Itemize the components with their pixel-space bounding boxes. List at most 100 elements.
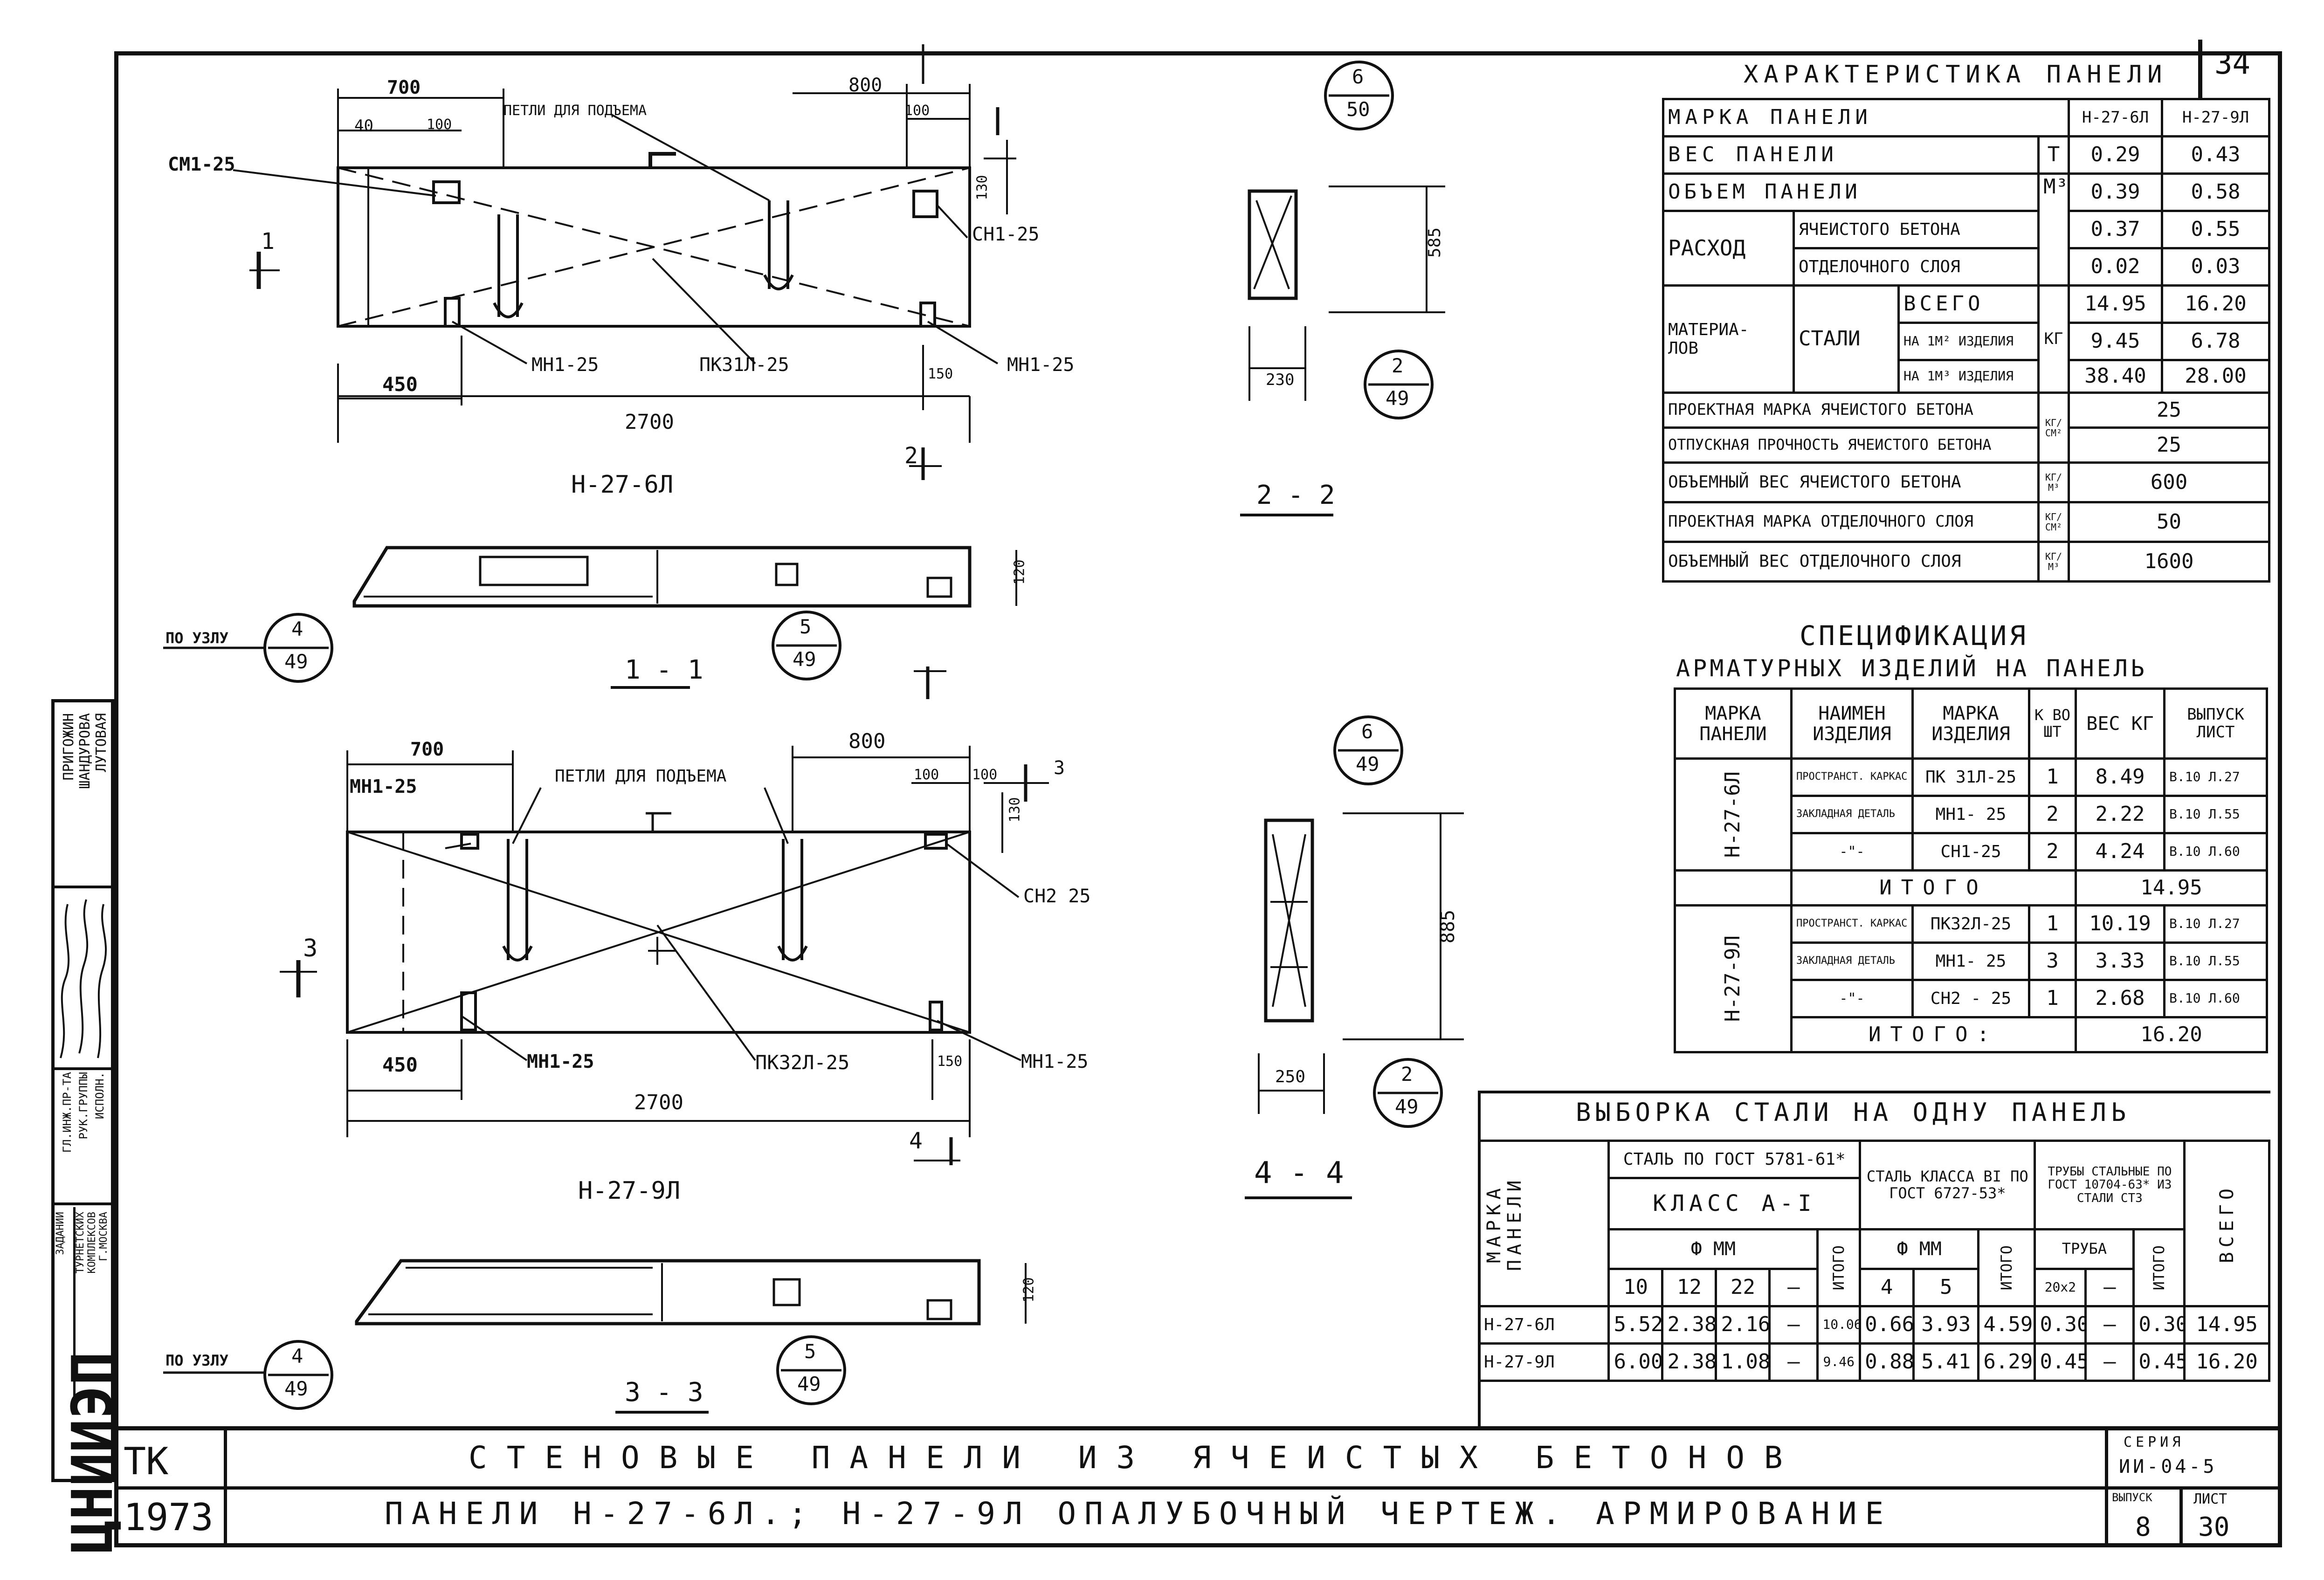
dim-label: 800 (848, 75, 883, 96)
row-label: ВЕС ПАНЕЛИ (1662, 135, 2040, 175)
section-mark: 1 (261, 228, 275, 254)
unit: КГ/М³ (2037, 541, 2070, 583)
steel-val: — (1768, 1342, 1819, 1382)
sheet-value: 30 (2198, 1512, 2230, 1542)
steel-head: ВСЕГО (2183, 1140, 2270, 1307)
row-label: ВСЕГО (1897, 284, 2040, 324)
steel-val: 6.00 (1607, 1342, 1664, 1382)
callout: ПК32Л-25 (755, 1051, 850, 1074)
steel-val: 0.30 (2034, 1305, 2087, 1345)
ref-den: 49 (284, 1377, 308, 1400)
ref-den: 50 (1346, 98, 1370, 121)
value: 0.43 (2161, 135, 2271, 175)
ref-den: 49 (797, 1373, 821, 1395)
sheet-frame (114, 51, 2282, 1547)
spec-panel: Н-27-9Л (1674, 904, 1793, 1053)
callout: СМ1-25 (168, 154, 235, 175)
spec-cell: -"- (1790, 832, 1914, 872)
steel-val: 0.30 (2132, 1305, 2186, 1345)
steel-sub: — (2084, 1268, 2135, 1307)
row-label: ПРОЕКТНАЯ МАРКА ЯЧЕИСТОГО БЕТОНА (1662, 392, 2040, 429)
callout: МН1-25 (1007, 354, 1075, 376)
tk-label: ТК (124, 1440, 169, 1483)
section-mark: 4 (909, 1128, 923, 1154)
dim-label: 2700 (634, 1091, 683, 1114)
callout: МН1-25 (527, 1051, 594, 1072)
unit: М³ (2037, 172, 2070, 287)
spec-cell: ПРОСТРАНСТ. КАРКАС (1790, 757, 1914, 797)
callout: МН1-25 (531, 354, 599, 376)
value: 0.37 (2068, 210, 2164, 249)
section-label: 4 - 4 (1254, 1156, 1344, 1190)
steel-mark: Н-27-6Л (1477, 1305, 1610, 1345)
value: 0.02 (2068, 247, 2164, 287)
ref-num: 6 (1361, 720, 1373, 743)
issue-label: ВЫПУСК (2112, 1491, 2152, 1504)
value: 38.40 (2068, 359, 2164, 394)
spec-cell: 1 (2028, 904, 2077, 944)
callout: ПК31Л-25 (699, 354, 789, 376)
sig-divider (51, 1202, 114, 1205)
row-label: НА 1М² ИЗДЕЛИЯ (1897, 322, 2040, 361)
row-label: ЯЧЕИСТОГО БЕТОНА (1793, 210, 2040, 249)
value: 1600 (2068, 541, 2271, 583)
spec-cell: -"- (1790, 979, 1914, 1018)
steel-val: 3.93 (1912, 1305, 1980, 1345)
row-label: МАТЕРИА- ЛОВ (1662, 284, 1795, 394)
steel-sub: 12 (1661, 1268, 1717, 1307)
steel-sub: 10 (1607, 1268, 1664, 1307)
year-label: 1973 (124, 1496, 214, 1539)
value: 16.20 (2161, 284, 2271, 324)
steel-val: 5.41 (1912, 1342, 1980, 1382)
spec-total-label: ИТОГО: (1790, 1016, 2077, 1053)
ref-den: 49 (1395, 1095, 1419, 1118)
value: 50 (2068, 501, 2271, 543)
title-divider-v (2179, 1486, 2183, 1547)
steel-head: МАРКА ПАНЕЛИ (1477, 1140, 1610, 1307)
dim-label: 700 (387, 77, 421, 98)
dim-label: 100 (904, 103, 930, 119)
unit: КГ (2037, 284, 2070, 394)
spec-cell: 1 (2028, 979, 2077, 1018)
spec-cell: 8.49 (2075, 757, 2165, 797)
page-number: 34 (2214, 47, 2251, 81)
steel-head: Ф ММ (1859, 1228, 1980, 1270)
signature-scribbles (60, 899, 107, 1058)
dim-label: 130 (1007, 797, 1023, 823)
spec-cell: 2.22 (2075, 795, 2165, 834)
section-mark: 3 (303, 934, 318, 962)
spec-cell: ЗАКЛАДНАЯ ДЕТАЛЬ (1790, 795, 1914, 834)
series-value: ИИ-04-5 (2119, 1456, 2217, 1477)
dim-label: 885 (1437, 909, 1459, 944)
dim-label: 100 (427, 117, 452, 133)
steel-sub: 22 (1715, 1268, 1771, 1307)
spec-cell: МН1- 25 (1911, 941, 2030, 981)
title-divider-v (2105, 1430, 2108, 1547)
ref-num: 4 (291, 618, 303, 640)
row-label: ПРОЕКТНАЯ МАРКА ОТДЕЛОЧНОГО СЛОЯ (1662, 501, 2040, 543)
spec-cell: 2 (2028, 832, 2077, 872)
spec-cell: МН1- 25 (1911, 795, 2030, 834)
callout: ПЕТЛИ ДЛЯ ПОДЪЕМА (555, 767, 727, 786)
section-label: 2 - 2 (1256, 480, 1335, 510)
dim-label: 120 (1011, 559, 1028, 585)
spec-total: 16.20 (2075, 1016, 2268, 1053)
value: 14.95 (2068, 284, 2164, 324)
spec-head: МАРКА ПАНЕЛИ (1674, 687, 1793, 760)
spec-cell: 4.24 (2075, 832, 2165, 872)
dim-label: 800 (848, 729, 886, 753)
dim-label: 700 (410, 739, 444, 760)
spec-cell: В.10 Л.27 (2163, 904, 2268, 944)
spec-subtitle: АРМАТУРНЫХ ИЗДЕЛИЙ НА ПАНЕЛЬ (1676, 655, 2147, 682)
callout: МН1-25 (350, 776, 417, 797)
steel-val: 1.08 (1715, 1342, 1771, 1382)
row-label: СТАЛИ (1793, 284, 1900, 394)
steel-val: 2.16 (1715, 1305, 1771, 1345)
callout: СН1-25 (972, 224, 1040, 245)
spec-head: ВЕС КГ (2075, 687, 2165, 760)
spec-head: МАРКА ИЗДЕЛИЯ (1911, 687, 2030, 760)
steel-sub: 4 (1859, 1268, 1915, 1307)
steel-val: 16.20 (2183, 1342, 2270, 1382)
steel-sub: — (1768, 1268, 1819, 1307)
steel-val: 2.38 (1661, 1305, 1717, 1345)
